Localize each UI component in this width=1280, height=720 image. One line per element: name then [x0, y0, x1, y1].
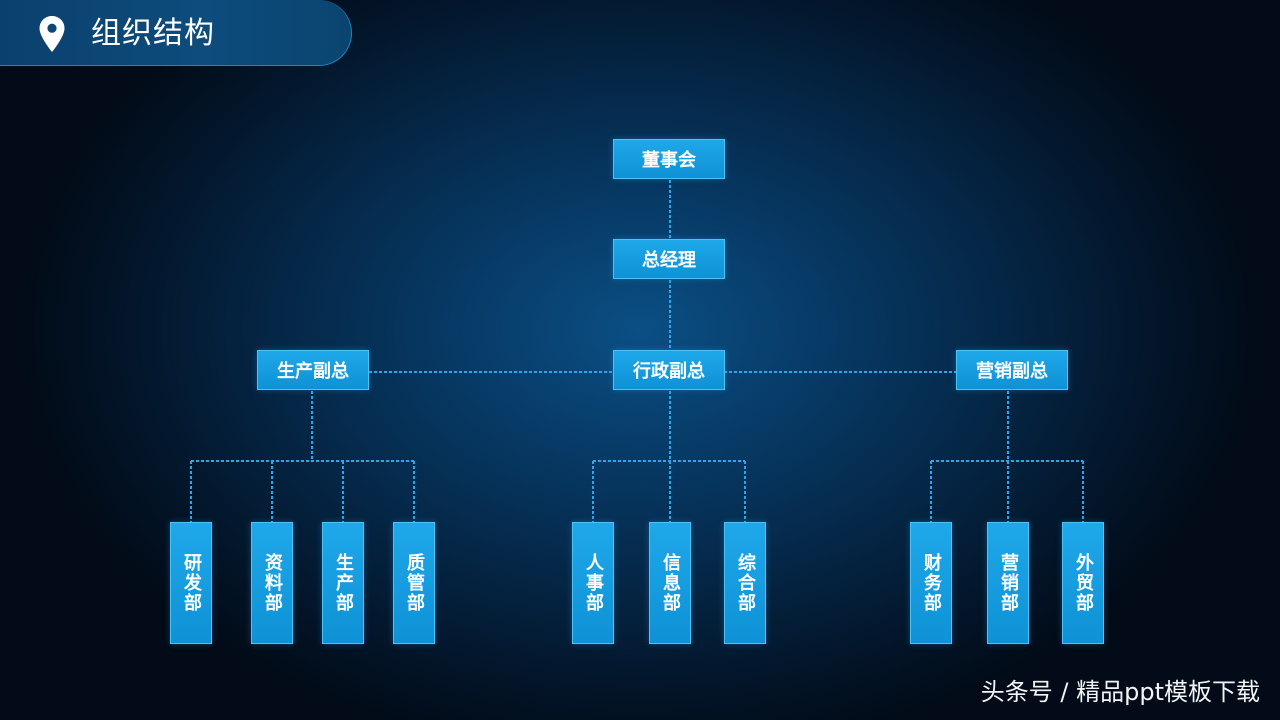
- node-dept-general: 综合部: [724, 522, 766, 644]
- node-dept-rd: 研发部: [170, 522, 212, 644]
- node-dept-data: 资料部: [251, 522, 293, 644]
- node-dept-production: 生产部: [322, 522, 364, 644]
- node-dept-quality: 质管部: [393, 522, 435, 644]
- node-dept-finance: 财务部: [910, 522, 952, 644]
- header-tab: 组织结构: [0, 0, 352, 66]
- page-title: 组织结构: [91, 16, 215, 51]
- node-dept-marketing: 营销部: [987, 522, 1029, 644]
- node-dept-info: 信息部: [649, 522, 691, 644]
- node-dept-foreign-trade: 外贸部: [1062, 522, 1104, 644]
- node-vp-sales: 营销副总: [956, 350, 1068, 390]
- node-general-manager: 总经理: [613, 239, 725, 279]
- node-board: 董事会: [613, 139, 725, 179]
- location-pin-icon: [39, 16, 65, 52]
- node-vp-admin: 行政副总: [613, 350, 725, 390]
- node-vp-production: 生产副总: [257, 350, 369, 390]
- node-dept-hr: 人事部: [572, 522, 614, 644]
- watermark-text: 头条号 / 精品ppt模板下载: [980, 678, 1260, 706]
